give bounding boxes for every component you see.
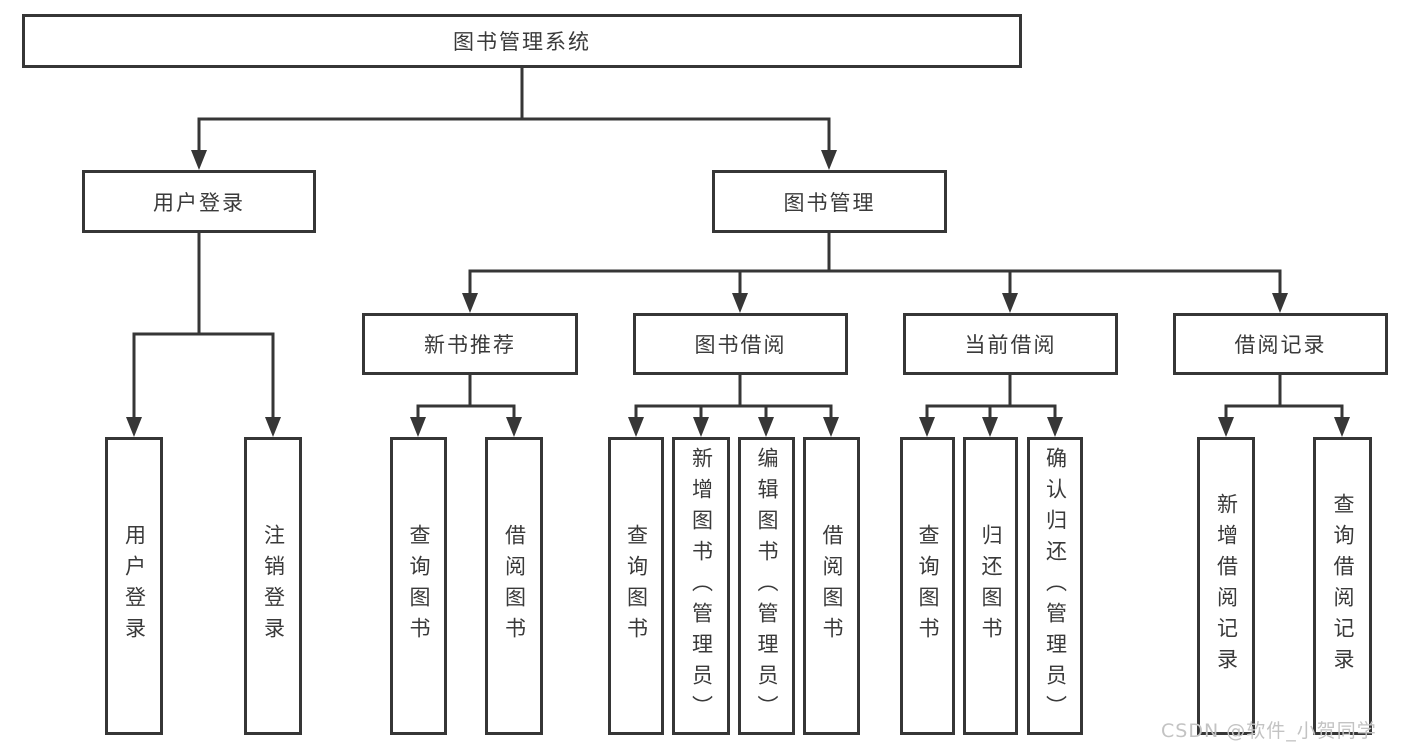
connector-new-book-recommend-to-leaves <box>410 375 522 437</box>
leaf-label: 用户登录 <box>122 524 147 648</box>
leaf-label: 归还图书 <box>979 524 1003 648</box>
connector-current-borrow-to-leaves <box>919 375 1063 437</box>
leaf-label: 编辑图书（管理员） <box>755 446 779 726</box>
node-book-management: 图书管理 <box>712 170 947 233</box>
connector-book-borrow-to-leaves <box>628 375 839 437</box>
arrowhead <box>410 417 426 437</box>
node-new-book-recommend: 新书推荐 <box>362 313 578 375</box>
leaf-label: 查询图书 <box>407 524 431 648</box>
node-label: 图书借阅 <box>694 333 787 357</box>
arrowhead <box>919 417 935 437</box>
leaf-add-borrow-record: 新增借阅记录 <box>1197 437 1255 735</box>
connector-borrow-records-to-leaves <box>1218 375 1350 437</box>
leaf-borrow-books-1: 借阅图书 <box>485 437 543 735</box>
arrowhead <box>506 417 522 437</box>
arrowhead <box>821 150 837 170</box>
leaf-label: 查询借阅记录 <box>1331 493 1355 679</box>
leaf-label: 注销登录 <box>261 524 286 648</box>
node-label: 图书管理 <box>783 190 876 215</box>
arrowhead <box>732 293 748 313</box>
leaf-label: 查询图书 <box>916 524 940 648</box>
connector-user-login-to-leaves <box>126 233 281 437</box>
node-label: 用户登录 <box>153 190 245 215</box>
leaf-label: 借阅图书 <box>820 524 844 648</box>
arrowhead <box>265 417 281 437</box>
leaf-borrow-books-2: 借阅图书 <box>803 437 860 735</box>
arrowhead <box>462 293 478 313</box>
leaf-label: 确认归还（管理员） <box>1043 446 1068 726</box>
node-label: 新书推荐 <box>424 333 516 357</box>
leaf-query-borrow-record: 查询借阅记录 <box>1313 437 1372 735</box>
arrowhead <box>823 417 839 437</box>
node-label: 当前借阅 <box>964 333 1057 357</box>
node-user-login: 用户登录 <box>82 170 316 233</box>
connector-root-to-level2 <box>191 68 837 170</box>
node-label: 图书管理系统 <box>453 30 591 54</box>
node-book-borrow: 图书借阅 <box>633 313 848 375</box>
leaf-user-login: 用户登录 <box>105 437 163 735</box>
leaf-add-books-admin: 新增图书（管理员） <box>672 437 730 735</box>
leaf-label: 查询图书 <box>624 524 649 648</box>
leaf-return-books: 归还图书 <box>963 437 1018 735</box>
arrowhead <box>1218 417 1234 437</box>
leaf-label: 借阅图书 <box>502 524 527 648</box>
arrowhead <box>1047 417 1063 437</box>
node-borrow-records: 借阅记录 <box>1173 313 1388 375</box>
arrowhead <box>1002 293 1018 313</box>
node-label: 借阅记录 <box>1234 333 1327 357</box>
arrowhead <box>191 150 207 170</box>
arrowhead <box>1334 417 1350 437</box>
leaf-query-books-1: 查询图书 <box>390 437 447 735</box>
leaf-label: 新增借阅记录 <box>1214 493 1239 679</box>
arrowhead <box>1272 293 1288 313</box>
leaf-label: 新增图书（管理员） <box>689 446 714 726</box>
arrowhead <box>693 417 709 437</box>
watermark: CSDN @软件_小贺同学 <box>1161 720 1377 742</box>
leaf-edit-books-admin: 编辑图书（管理员） <box>738 437 795 735</box>
leaf-logout: 注销登录 <box>244 437 302 735</box>
leaf-query-books-2: 查询图书 <box>608 437 664 735</box>
arrowhead <box>126 417 142 437</box>
connector-book-management-to-level3 <box>462 233 1288 313</box>
arrowhead <box>758 417 774 437</box>
node-library-management-system: 图书管理系统 <box>22 14 1022 68</box>
node-current-borrow: 当前借阅 <box>903 313 1118 375</box>
arrowhead <box>982 417 998 437</box>
arrowhead <box>628 417 644 437</box>
leaf-query-books-3: 查询图书 <box>900 437 955 735</box>
leaf-confirm-return-admin: 确认归还（管理员） <box>1027 437 1083 735</box>
